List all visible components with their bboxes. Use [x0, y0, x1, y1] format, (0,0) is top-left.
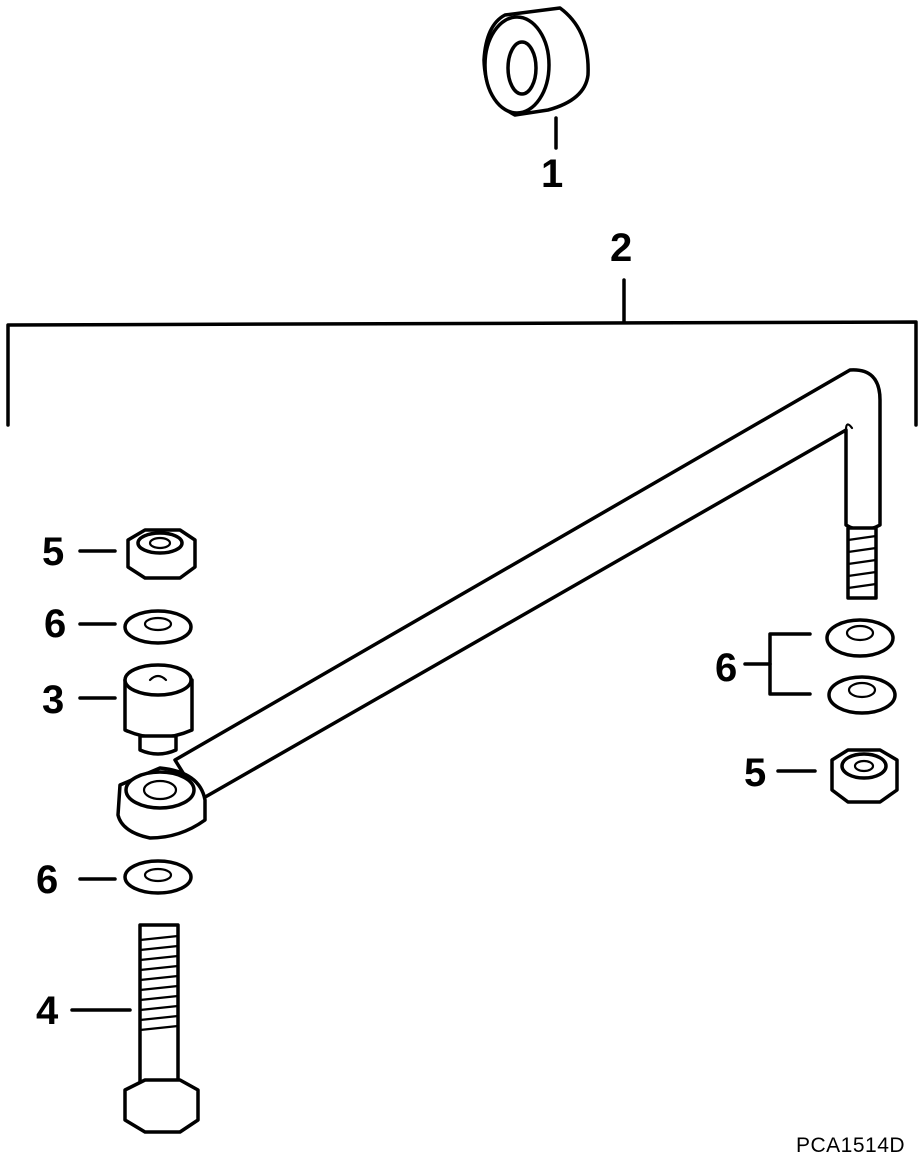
figure-code: PCA1514D [796, 1134, 906, 1157]
hex-nut-5-right [830, 748, 899, 804]
callout-6-left-top: 6 [44, 602, 67, 646]
callout-4: 4 [36, 989, 59, 1033]
callout-2: 2 [610, 226, 633, 270]
washer-6-right-top [825, 618, 895, 658]
bushing-part-1 [482, 6, 590, 117]
washer-6-right-bottom [827, 675, 897, 715]
rod-threaded-end [846, 526, 878, 600]
callout-6-right: 6 [715, 646, 738, 690]
rod-eye-end [116, 766, 207, 840]
washer-6-left-bottom [123, 859, 193, 895]
callout-5-left: 5 [42, 530, 65, 574]
assembly-bracket-2 [6, 278, 918, 427]
washer-6-left-top [123, 609, 193, 645]
callout-1: 1 [541, 152, 564, 196]
callout-5-right: 5 [744, 751, 767, 795]
link-rod [173, 368, 882, 802]
callout-3: 3 [42, 678, 65, 722]
hex-nut-5-left [126, 528, 197, 580]
bushing-part-3 [123, 663, 194, 756]
bolt-part-4 [123, 923, 200, 1134]
bracket-6-right [743, 632, 812, 696]
callout-6-left-bottom: 6 [36, 858, 59, 902]
